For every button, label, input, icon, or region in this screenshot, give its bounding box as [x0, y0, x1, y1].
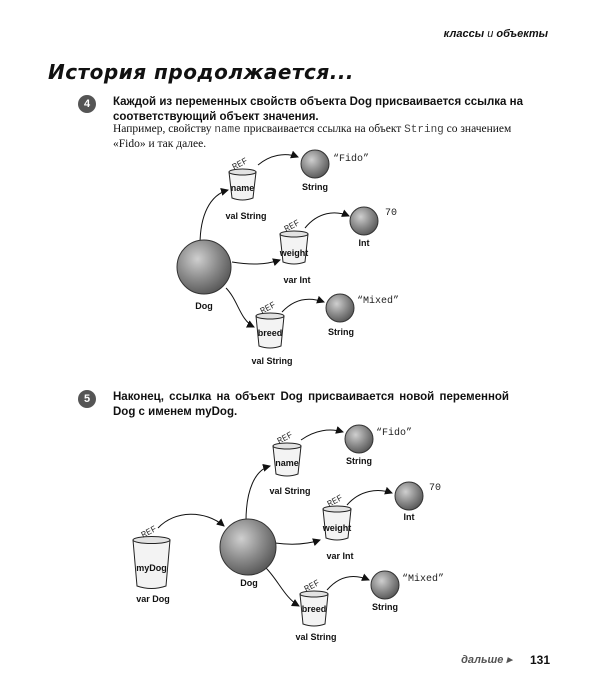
mixed-object [326, 294, 354, 322]
arrow-dog-to-breed [266, 568, 299, 606]
breed-label: breed [258, 328, 283, 338]
weight-label: weight [322, 523, 352, 533]
dog-object [220, 519, 276, 575]
dog-label: Dog [195, 301, 213, 311]
arrow-dog-to-name [246, 466, 270, 521]
page-number: 131 [530, 653, 550, 667]
diagram-step-5: REF myDog var Dog Dog REF name val Strin… [133, 425, 444, 642]
name-cup: REF name [229, 156, 256, 200]
diagram-step-4: Dog REF name val String REF weight var I… [177, 150, 399, 366]
breed-cup: REF breed [256, 300, 284, 348]
fido-object [345, 425, 373, 453]
next-link[interactable]: дальше ▸ [461, 653, 512, 666]
mixed-object [371, 571, 399, 599]
int-object [350, 207, 378, 235]
weight-type: var Int [326, 551, 353, 561]
arrow-breed-to-mixed [282, 299, 324, 312]
int-type: Int [404, 512, 415, 522]
breed-type: val String [251, 356, 292, 366]
mydog-type: var Dog [136, 594, 170, 604]
int-value: 70 [385, 208, 397, 219]
arrow-name-to-fido [301, 430, 343, 440]
name-type: val String [225, 211, 266, 221]
arrow-weight-to-70 [305, 213, 349, 228]
name-label: name [231, 183, 255, 193]
arrow-dog-to-weight [232, 260, 280, 264]
mixed-type: String [372, 602, 398, 612]
breed-type: val String [295, 632, 336, 642]
arrow-dog-to-breed [226, 288, 254, 327]
mydog-cup: REF myDog [133, 524, 170, 588]
int-type: Int [359, 238, 370, 248]
weight-cup: REF weight [322, 493, 352, 540]
mixed-value: “Mixed” [402, 573, 444, 585]
fido-type: String [302, 182, 328, 192]
arrow-dog-to-name [200, 190, 228, 245]
fido-value: “Fido” [376, 427, 412, 439]
mixed-type: String [328, 327, 354, 337]
fido-object [301, 150, 329, 178]
fido-type: String [346, 456, 372, 466]
name-cup: REF name [273, 430, 301, 476]
fido-value: “Fido” [333, 153, 369, 165]
arrow-weight-to-70 [347, 491, 392, 505]
int-object [395, 482, 423, 510]
arrow-dog-to-weight [275, 540, 320, 544]
mixed-value: “Mixed” [357, 295, 399, 307]
arrow-mydog-to-dog [158, 514, 224, 528]
int-value: 70 [429, 483, 441, 494]
weight-cup: REF weight [279, 218, 309, 264]
dog-label: Dog [240, 578, 258, 588]
weight-label: weight [279, 248, 309, 258]
breed-cup: REF breed [300, 578, 328, 626]
dog-object [177, 240, 231, 294]
arrow-name-to-fido [258, 155, 298, 165]
name-type: val String [269, 486, 310, 496]
mydog-label: myDog [136, 563, 167, 573]
arrow-breed-to-mixed [327, 577, 369, 590]
weight-type: var Int [283, 275, 310, 285]
breed-label: breed [302, 604, 327, 614]
name-label: name [275, 458, 299, 468]
